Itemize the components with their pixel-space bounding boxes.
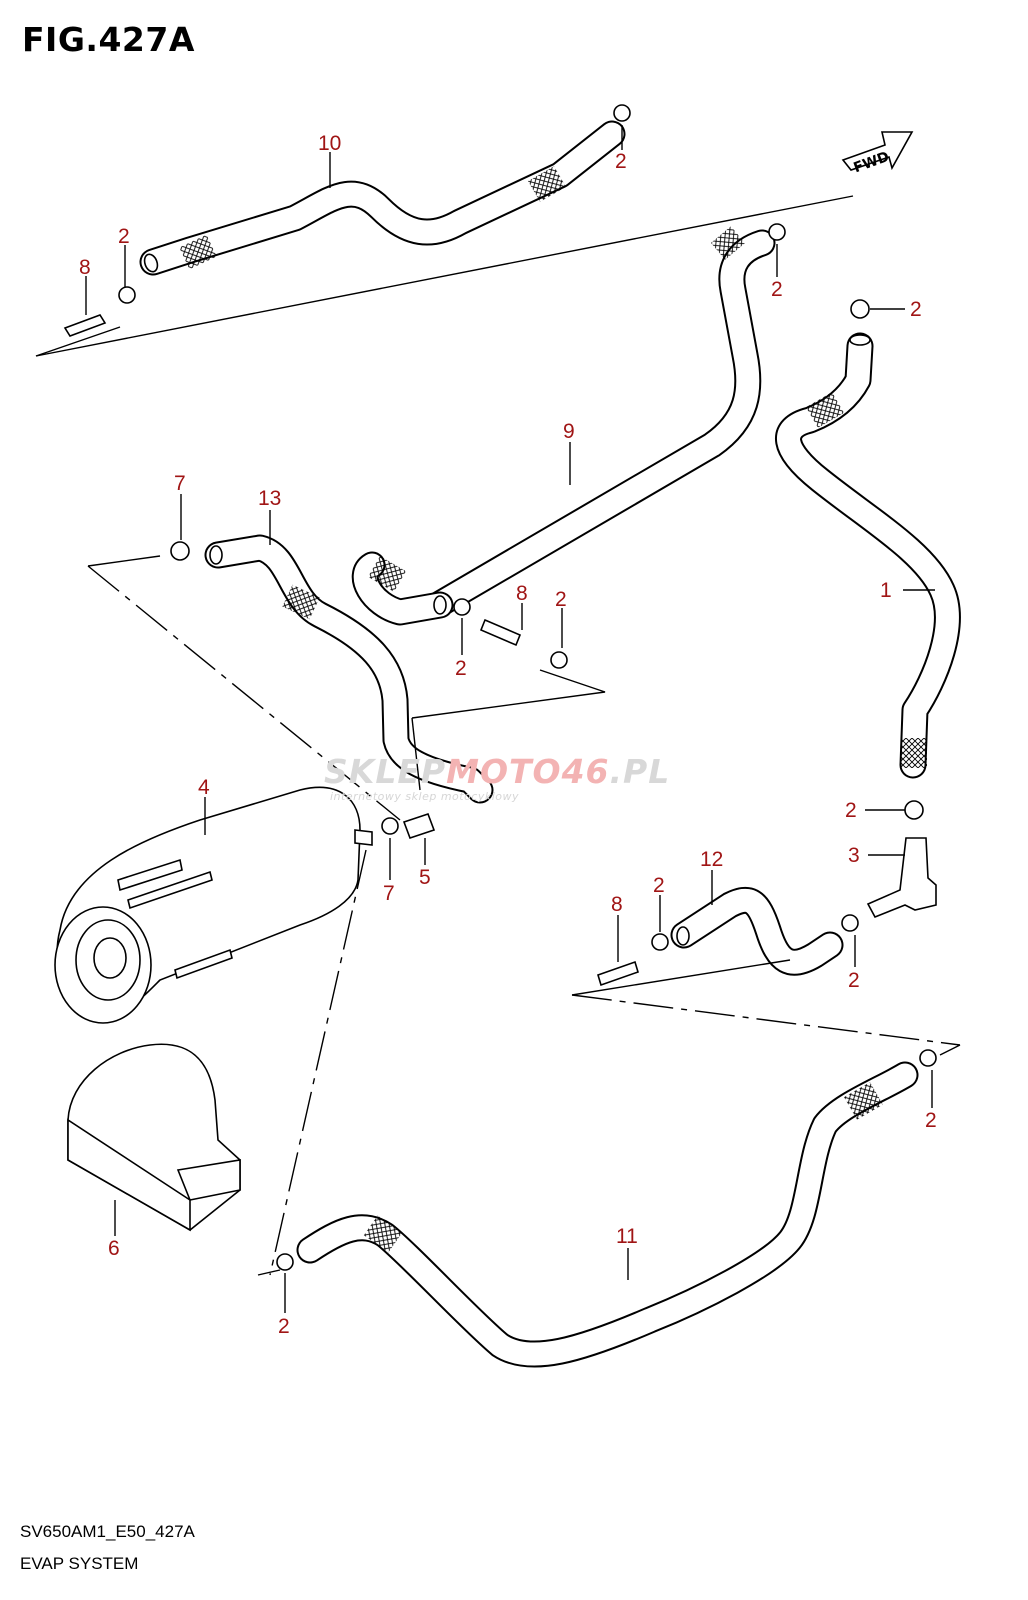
figure-title: FIG.427A: [22, 20, 195, 59]
callout-2: 2: [925, 1109, 937, 1132]
callout-2: 2: [118, 225, 130, 248]
callout-2: 2: [278, 1315, 290, 1338]
lower-left-reference-lines: [257, 849, 367, 1276]
hose-9: [351, 226, 776, 626]
hose-11: [296, 1061, 919, 1368]
watermark-part3: .PL: [609, 752, 671, 791]
hose-13: [204, 534, 494, 804]
callout-8: 8: [79, 256, 91, 279]
watermark: SKLEPMOTO46.PL: [324, 752, 670, 791]
upper-reference-lines: [35, 195, 854, 357]
watermark-part2: MOTO46: [446, 752, 610, 791]
callout-11: 11: [616, 1225, 638, 1248]
callout-4: 4: [198, 776, 210, 799]
callout-2: 2: [845, 799, 857, 822]
callout-2: 2: [771, 278, 783, 301]
hose-1: [775, 332, 961, 779]
callout-9: 9: [563, 420, 575, 443]
canister-4: [54, 786, 373, 1024]
callout-6: 6: [108, 1237, 120, 1260]
clamps-and-fittings: [63, 104, 937, 1271]
callout-7: 7: [174, 472, 186, 495]
figure-name: EVAP SYSTEM: [20, 1554, 139, 1573]
callout-5: 5: [419, 866, 431, 889]
watermark-part1: SKLEP: [324, 752, 447, 791]
hose-10: [139, 120, 626, 276]
callout-2: 2: [653, 874, 665, 897]
figure-code: SV650AM1_E50_427A: [20, 1522, 195, 1541]
bracket-6: [67, 1043, 241, 1232]
hose-12: [670, 886, 844, 976]
callout-10: 10: [318, 132, 341, 155]
callout-2: 2: [848, 969, 860, 992]
callout-2: 2: [455, 657, 467, 680]
callout-3: 3: [848, 844, 860, 867]
callout-8: 8: [611, 893, 623, 916]
callout-2: 2: [910, 298, 922, 321]
middle-reference-lines: [87, 555, 606, 821]
callout-12: 12: [700, 848, 723, 871]
callout-7: 7: [383, 882, 395, 905]
leader-lines: [85, 125, 935, 1313]
callout-1: 1: [880, 579, 892, 602]
callout-13: 13: [258, 487, 281, 510]
callout-2: 2: [615, 150, 627, 173]
callout-8: 8: [516, 582, 528, 605]
callout-labels: 10 2 2 8 2 2 9 7 13 8 2 2 1 4 2 3 7 5 12…: [79, 132, 937, 1338]
callout-2: 2: [555, 588, 567, 611]
lower-right-reference-lines: [571, 959, 961, 1056]
watermark-subtitle: internetowy sklep motocyklowy: [330, 790, 520, 803]
